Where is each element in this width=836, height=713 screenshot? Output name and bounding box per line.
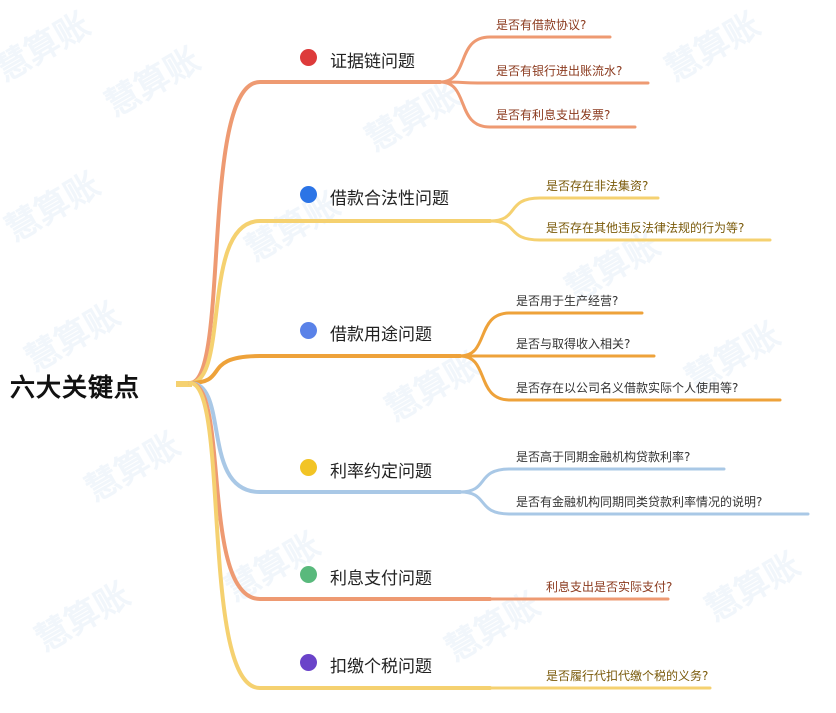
branch-connector <box>188 354 462 385</box>
leaf-node-label: 是否高于同期金融机构贷款利率? <box>516 450 691 464</box>
leaf-connector <box>458 311 644 358</box>
branch-bullet-icon <box>300 654 317 671</box>
leaf-connector <box>458 467 726 494</box>
leaf-node-label: 是否与取得收入相关? <box>516 337 631 351</box>
leaf-node-label: 是否履行代扣代缴个税的义务? <box>546 669 709 683</box>
branch-bullet-icon <box>300 322 317 339</box>
leaf-node-label: 是否有银行进出账流水? <box>496 64 623 78</box>
root-node-label: 六大关键点 <box>10 373 141 402</box>
branch-node-label: 借款用途问题 <box>330 325 432 345</box>
leaf-node-label: 是否用于生产经营? <box>516 294 619 308</box>
branch-node-label: 证据链问题 <box>330 52 415 72</box>
branch-bullet-icon <box>300 459 317 476</box>
leaf-connector <box>488 219 772 242</box>
leaf-connector <box>438 80 637 129</box>
branch-node-label: 利息支付问题 <box>330 569 432 589</box>
leaf-node-label: 是否存在非法集资? <box>546 179 649 193</box>
leaf-connector <box>438 35 612 84</box>
branch-bullet-icon <box>300 186 317 203</box>
branch-connector <box>188 80 442 385</box>
branch-node-label: 借款合法性问题 <box>330 189 449 209</box>
leaf-connector <box>458 354 782 402</box>
branch-node-label: 扣缴个税问题 <box>330 657 432 677</box>
leaf-node-label: 是否有金融机构同期同类贷款利率情况的说明? <box>516 495 763 509</box>
leaf-node-label: 利息支出是否实际支付? <box>546 580 673 594</box>
branch-bullet-icon <box>300 49 317 66</box>
leaf-node-label: 是否存在以公司名义借款实际个人使用等? <box>516 381 739 395</box>
branch-node-label: 利率约定问题 <box>330 462 432 482</box>
branch-connector <box>188 219 492 385</box>
leaf-node-label: 是否有利息支出发票? <box>496 108 611 122</box>
branch-bullet-icon <box>300 566 317 583</box>
branch-connector <box>188 381 462 494</box>
leaf-node-label: 是否存在其他违反法律法规的行为等? <box>546 221 745 235</box>
leaf-connector <box>458 490 810 516</box>
leaf-connector <box>488 196 660 223</box>
leaf-connector <box>438 80 650 85</box>
root-connector-stub <box>176 381 192 387</box>
branch-connector <box>188 381 492 690</box>
leaf-node-label: 是否有借款协议? <box>496 18 587 32</box>
